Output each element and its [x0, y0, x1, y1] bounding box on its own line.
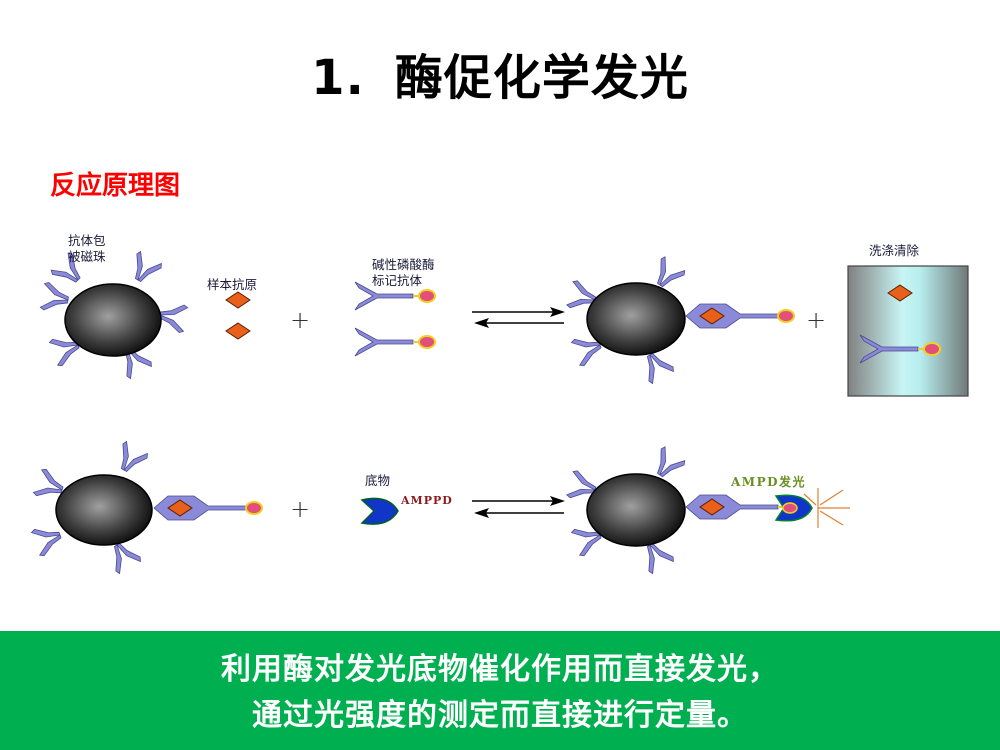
reaction-diagram: 抗体包 被磁珠 样本抗原 碱性磷酸酶 标记抗体 洗涤清除 底物 AMPPD AM…	[30, 233, 969, 575]
substrate-icon	[360, 497, 399, 525]
label-alp-antibody: 碱性磷酸酶 标记抗体	[372, 257, 435, 289]
light-burst-icon	[803, 488, 850, 528]
diagram-graphics	[30, 250, 969, 575]
label-line: 碱性磷酸酶	[372, 257, 435, 272]
diagram-subtitle: 反应原理图	[50, 171, 181, 201]
bead-immune-complex	[565, 255, 795, 385]
slide-title: 1. 酶促化学发光	[0, 38, 1000, 108]
plus-sign: +	[290, 495, 311, 523]
plus-sign: +	[806, 306, 827, 334]
label-sample-antigen: 样本抗原	[207, 277, 258, 292]
label-coated-beads: 抗体包 被磁珠	[68, 233, 106, 265]
summary-line-2: 通过光强度的测定而直接进行定量。	[252, 698, 748, 733]
wash-tube	[847, 265, 969, 397]
label-wash: 洗涤清除	[869, 243, 920, 258]
label-substrate: 底物	[365, 473, 391, 488]
luminescent-complex	[565, 445, 850, 575]
title-number: 1.	[311, 50, 365, 106]
antigen-icon	[225, 291, 251, 309]
label-line: 抗体包	[68, 233, 106, 248]
summary-line-1: 利用酶对发光底物催化作用而直接发光，	[221, 652, 779, 687]
title-text: 酶促化学发光	[394, 50, 689, 106]
label-luminescence: AMPD发光	[731, 475, 807, 489]
plus-sign: +	[290, 306, 311, 334]
equilibrium-arrows-2	[472, 496, 565, 518]
label-line: 被磁珠	[68, 249, 106, 264]
summary-banner: 利用酶对发光底物催化作用而直接发光， 通过光强度的测定而直接进行定量。	[0, 631, 1000, 750]
label-substrate-name: AMPPD	[401, 494, 453, 507]
antibody-coated-bead	[39, 250, 189, 380]
bead-immune-complex-2	[30, 440, 263, 575]
equilibrium-arrows	[472, 307, 565, 328]
labeled-antibody-icon	[355, 328, 435, 356]
antigen-icon	[225, 322, 251, 340]
label-line: 标记抗体	[372, 273, 423, 288]
